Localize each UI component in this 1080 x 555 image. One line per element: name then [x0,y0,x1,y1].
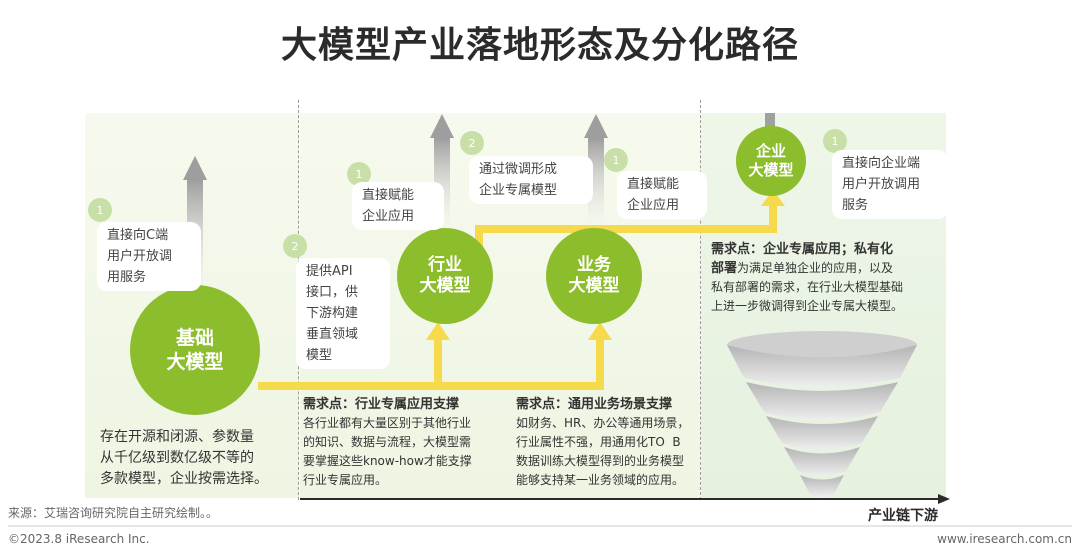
bubble-api: 提供API 接口，供 下游构建 垂直领域 模型 [296,258,390,369]
desc-enterprise-body: 为满足单独企业的应用，以及 私有部署的需求，在行业大模型基础 上进一步微调得到企… [711,261,904,313]
desc-enterprise: 需求点：企业专属应用；私有化 部署为满足单独企业的应用，以及 私有部署的需求，在… [711,240,943,316]
bubble-enterprise-user: 直接向企业端 用户开放调用 服务 [832,150,948,219]
desc-enterprise-head: 需求点：企业专属应用；私有化 部署 [711,242,894,276]
node-business-model: 业务 大模型 [546,228,642,324]
desc-industry-body: 各行业都有大量区别于其他行业 的知识、数据与流程，大模型需 要掌握这些know-… [303,416,472,487]
bubble-direct-enterprise-1: 直接赋能 企业应用 [352,182,444,230]
bubble-direct-enterprise-2: 直接赋能 企业应用 [617,171,707,219]
badge-base-2: 2 [283,234,307,258]
desc-base: 存在开源和闭源、参数量 从千亿级到数亿级不等的 多款模型，企业按需选择。 [100,429,268,487]
desc-industry-head: 需求点：行业专属应用支撑 [303,397,460,412]
up-arrow-enterprise [765,113,775,127]
axis-label: 产业链下游 [868,508,938,524]
node-enterprise-model: 企业 大模型 [736,126,806,196]
desc-business: 需求点：通用业务场景支撑 如财务、HR、办公等通用场景， 行业属性不强，用通用化… [516,395,706,490]
badge-base-1: 1 [88,198,112,222]
page-title: 大模型产业落地形态及分化路径 [280,25,799,66]
desc-business-body: 如财务、HR、办公等通用场景， 行业属性不强，用通用化TO B 数据训练大模型得… [516,416,690,487]
desc-industry: 需求点：行业专属应用支撑 各行业都有大量区别于其他行业 的知识、数据与流程，大模… [303,395,503,490]
bubble-base-to-c: 直接向C端 用户开放调 用服务 [97,222,201,291]
divider-right [700,100,701,500]
funnel [727,331,917,497]
footer-website[interactable]: www.iresearch.com.cn [937,532,1072,546]
desc-business-head: 需求点：通用业务场景支撑 [516,397,673,412]
source-note: 来源：艾瑞咨询研究院自主研究绘制。。 [8,506,219,520]
bubble-finetune: 通过微调形成 企业专属模型 [469,156,593,204]
badge-industry-2: 2 [460,131,484,155]
footer-copyright: ©2023.8 iResearch Inc. [8,532,150,546]
badge-business-1: 1 [604,148,628,172]
badge-enterprise-1: 1 [823,129,847,153]
node-industry-model: 行业 大模型 [397,228,493,324]
node-base-model: 基础 大模型 [130,285,260,415]
